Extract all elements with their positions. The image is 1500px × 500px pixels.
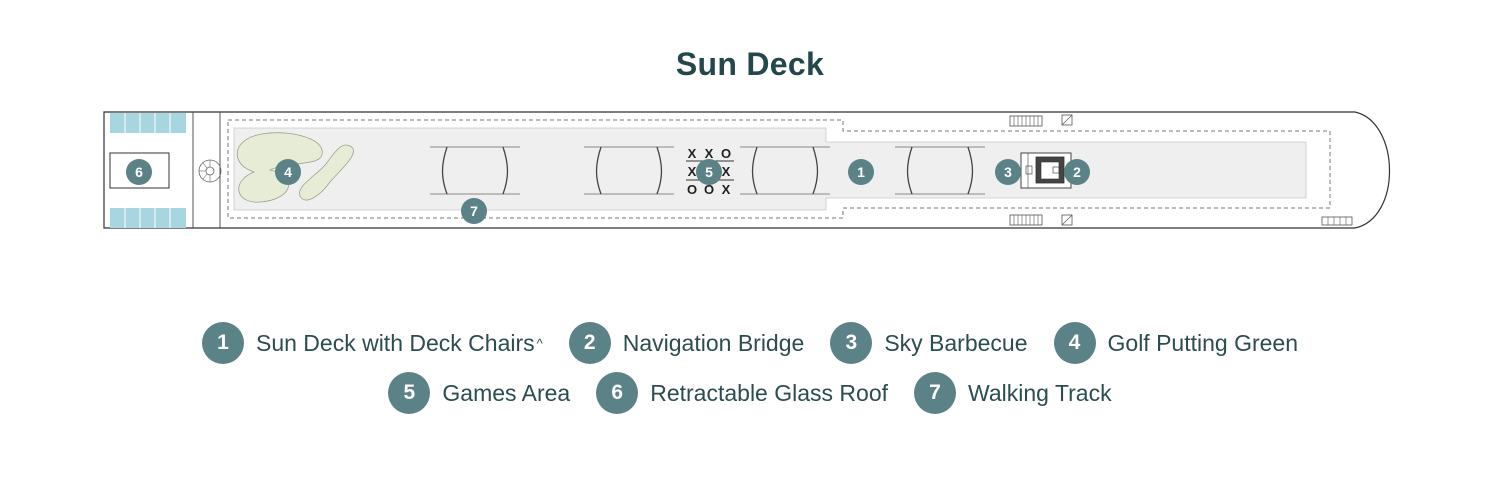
map-badge-4-label: 4 bbox=[284, 164, 292, 180]
legend-badge-2: 2 bbox=[568, 322, 611, 364]
game-mark-r2c3: X bbox=[722, 164, 731, 179]
legend-badge-6: 6 bbox=[596, 372, 639, 414]
map-badge-6[interactable]: 6 bbox=[126, 159, 152, 185]
legend-badge-7: 7 bbox=[914, 372, 957, 414]
legend-item-walking-track[interactable]: 7 Walking Track bbox=[914, 372, 1112, 414]
map-badge-1[interactable]: 1 bbox=[848, 159, 874, 185]
map-badge-3[interactable]: 3 bbox=[995, 159, 1021, 185]
deck-plan: X X O X X O O X bbox=[103, 111, 1391, 229]
legend-sup-footnote: ^ bbox=[536, 335, 543, 351]
hatch-top-icon bbox=[1061, 114, 1073, 126]
legend-item-sky-barbecue[interactable]: 3 Sky Barbecue bbox=[830, 322, 1028, 364]
legend-badge-1: 1 bbox=[201, 322, 244, 364]
legend-row-1: 1 Sun Deck with Deck Chairs ^ 2 Navigati… bbox=[0, 322, 1500, 364]
deck-chair-group-2 bbox=[584, 146, 674, 195]
legend-label-sky-barbecue: Sky Barbecue bbox=[884, 329, 1028, 356]
legend-label-golf-putting-green: Golf Putting Green bbox=[1107, 329, 1299, 356]
legend-badge-3: 3 bbox=[830, 322, 873, 364]
game-mark-r3c2: O bbox=[704, 182, 714, 197]
stairs-top-icon bbox=[1009, 115, 1043, 127]
legend-label-walking-track: Walking Track bbox=[968, 379, 1112, 406]
game-mark-r1c3: O bbox=[721, 146, 731, 161]
game-mark-r2c1: X bbox=[688, 164, 697, 179]
legend-row-2: 5 Games Area 6 Retractable Glass Roof 7 … bbox=[0, 372, 1500, 414]
map-badge-6-label: 6 bbox=[135, 164, 143, 180]
map-badge-3-label: 3 bbox=[1004, 164, 1012, 180]
map-badge-2[interactable]: 2 bbox=[1064, 159, 1090, 185]
navigation-bridge-structure bbox=[1020, 152, 1072, 189]
deck-chair-group-3 bbox=[740, 146, 830, 195]
glass-roof-panels-top bbox=[110, 113, 186, 133]
legend-item-golf-putting-green[interactable]: 4 Golf Putting Green bbox=[1053, 322, 1299, 364]
legend-label-games-area: Games Area bbox=[442, 379, 571, 406]
sun-deck-area bbox=[233, 127, 1307, 211]
bow-stairs-icon bbox=[1321, 216, 1353, 226]
legend-badge-5: 5 bbox=[388, 372, 431, 414]
hatch-bottom-icon bbox=[1061, 214, 1073, 226]
deck-chair-group-1 bbox=[430, 146, 520, 195]
walking-track bbox=[227, 119, 1331, 219]
golf-putting-green bbox=[236, 132, 354, 203]
map-badge-1-label: 1 bbox=[857, 164, 865, 180]
legend-item-retractable-glass-roof[interactable]: 6 Retractable Glass Roof bbox=[596, 372, 888, 414]
legend-item-sun-deck[interactable]: 1 Sun Deck with Deck Chairs ^ bbox=[201, 322, 543, 364]
deck-chair-group-4 bbox=[895, 146, 985, 195]
map-badge-7-label: 7 bbox=[470, 203, 478, 219]
map-badge-4[interactable]: 4 bbox=[275, 159, 301, 185]
legend-label-sun-deck: Sun Deck with Deck Chairs bbox=[255, 329, 535, 356]
legend-item-navigation-bridge[interactable]: 2 Navigation Bridge bbox=[568, 322, 805, 364]
stairs-bottom-icon bbox=[1009, 214, 1043, 226]
game-mark-r3c1: O bbox=[687, 182, 697, 197]
legend-label-retractable-glass-roof: Retractable Glass Roof bbox=[650, 379, 889, 406]
map-badge-2-label: 2 bbox=[1073, 164, 1081, 180]
page-title: Sun Deck bbox=[675, 46, 825, 82]
legend-badge-4: 4 bbox=[1053, 322, 1096, 364]
map-badge-5-label: 5 bbox=[705, 164, 713, 180]
game-mark-r3c3: X bbox=[722, 182, 731, 197]
map-badge-7[interactable]: 7 bbox=[461, 198, 487, 224]
map-badge-5[interactable]: 5 bbox=[696, 159, 722, 185]
game-mark-r1c1: X bbox=[688, 146, 697, 161]
legend-label-navigation-bridge: Navigation Bridge bbox=[622, 329, 805, 356]
game-mark-r1c2: X bbox=[705, 146, 714, 161]
games-area-grid: X X O X X O O X bbox=[686, 146, 734, 197]
glass-roof-panels-bottom bbox=[110, 208, 186, 228]
legend-item-games-area[interactable]: 5 Games Area bbox=[388, 372, 570, 414]
spiral-staircase-icon bbox=[198, 159, 222, 183]
